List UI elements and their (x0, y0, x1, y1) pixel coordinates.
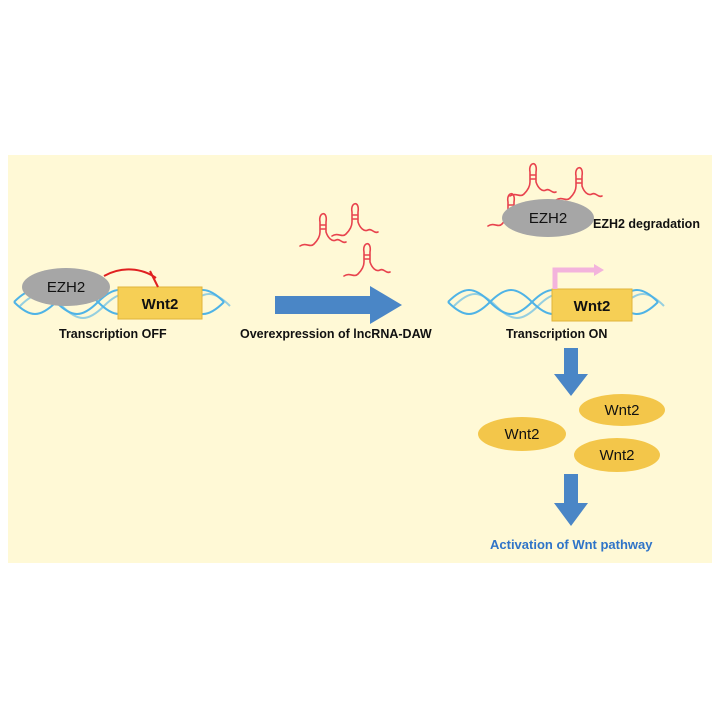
wnt2-protein-label-1: Wnt2 (604, 402, 639, 419)
caption-wnt-pathway-activation: Activation of Wnt pathway (490, 537, 653, 552)
gene-label-right: Wnt2 (574, 298, 611, 315)
wnt2-protein-label-3: Wnt2 (599, 447, 634, 464)
gene-box-right (551, 288, 633, 322)
down-arrow-1 (554, 348, 588, 396)
ezh2-oval-right (502, 199, 594, 237)
gene-label-left: Wnt2 (142, 296, 179, 313)
caption-overexpression: Overexpression of lncRNA-DAW (240, 327, 432, 341)
transcription-start-arrow (552, 264, 604, 289)
caption-transcription-off: Transcription OFF (59, 327, 167, 341)
diagram-background (8, 155, 712, 563)
inhibition-arrow (103, 268, 159, 288)
overexpression-arrow (275, 286, 402, 324)
down-arrow-2 (554, 474, 588, 526)
ezh2-label-right: EZH2 (529, 210, 567, 227)
wnt2-protein-label-2: Wnt2 (504, 426, 539, 443)
wnt2-protein-3 (574, 438, 660, 472)
wnt2-protein-1 (579, 394, 665, 426)
caption-ezh2-degradation: EZH2 degradation (593, 217, 700, 231)
gene-box-left (117, 286, 203, 320)
ezh2-oval-left (22, 268, 110, 306)
lncrna-molecules-middle (299, 202, 391, 277)
ezh2-label-left: EZH2 (47, 279, 85, 296)
caption-transcription-on: Transcription ON (506, 327, 608, 341)
wnt2-protein-2 (478, 417, 566, 451)
